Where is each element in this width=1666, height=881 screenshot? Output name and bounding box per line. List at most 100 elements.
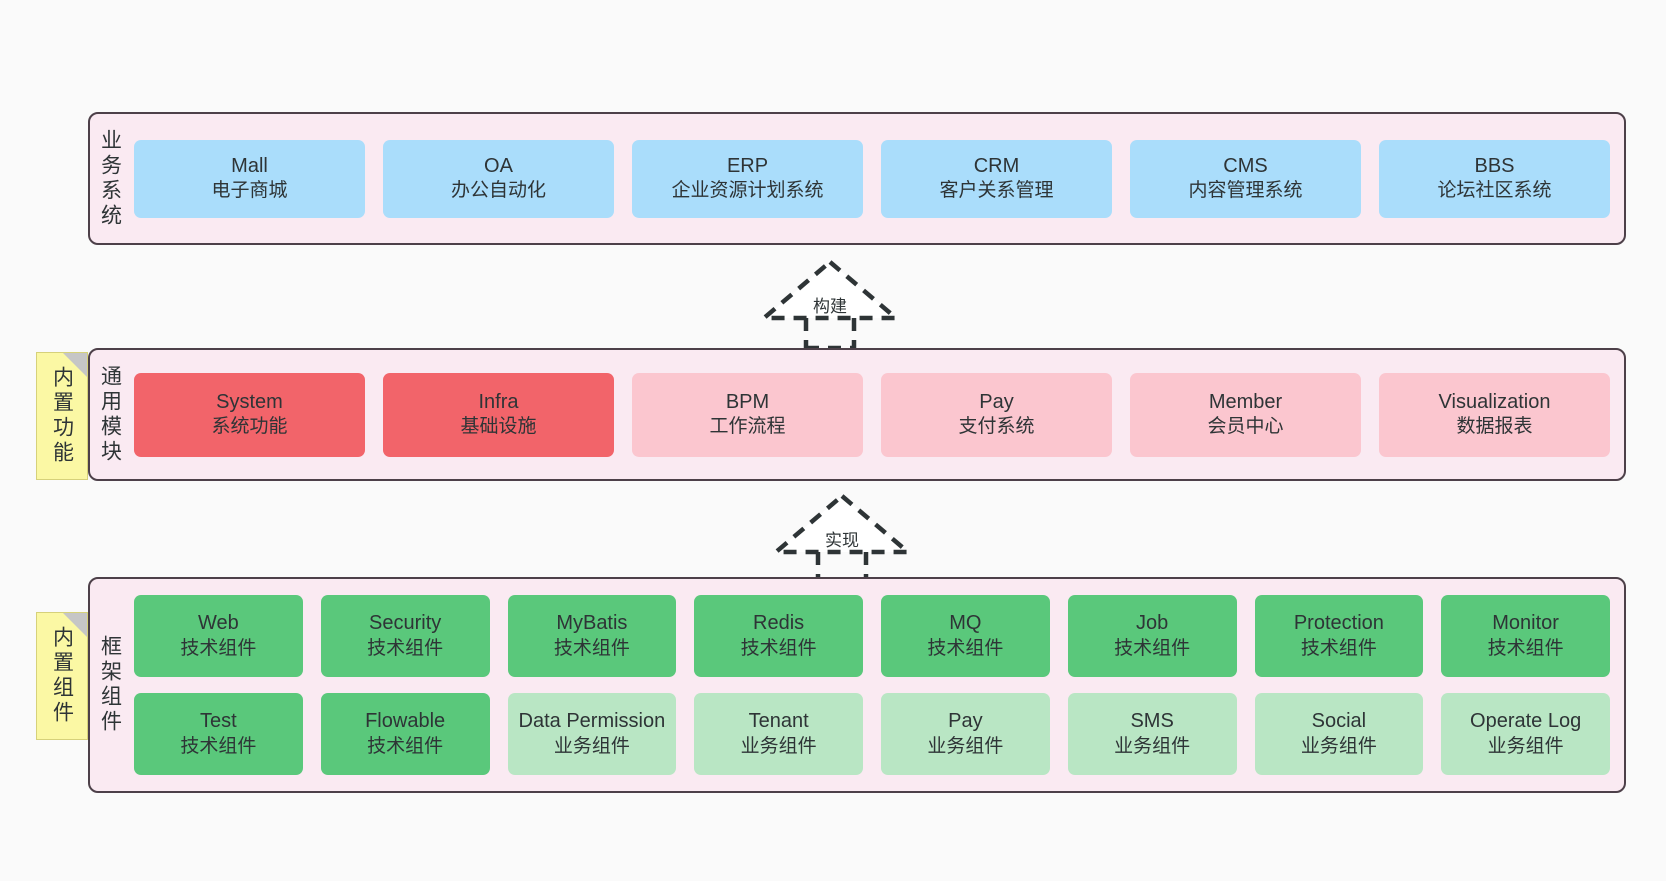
card-bpm[interactable]: BPM 工作流程 <box>632 372 863 457</box>
card-subtitle: 系统功能 <box>211 416 288 438</box>
connector-build: 构建 <box>757 258 903 351</box>
card-cms[interactable]: CMS 内容管理系统 <box>1130 139 1361 218</box>
card-title: OA <box>484 154 513 177</box>
arrowhead-triangle <box>757 259 903 321</box>
card-row: Web 技术组件 Security 技术组件 MyBatis 技术组件 Redi… <box>134 595 1610 677</box>
card-subtitle: 技术组件 <box>367 637 444 659</box>
card-subtitle: 工作流程 <box>709 416 786 438</box>
card-title: Pay <box>948 710 983 733</box>
card-title: CMS <box>1223 154 1268 177</box>
card-row: Mall 电子商城 OA 办公自动化 ERP 企业资源计划系统 CRM 客户关系… <box>134 139 1610 218</box>
card-title: System <box>216 390 283 413</box>
card-title: Mall <box>231 154 268 177</box>
layer-general-module: 通用模块 System 系统功能 Infra 基础设施 BPM 工作流程 Pay… <box>88 348 1626 481</box>
card-social[interactable]: Social 业务组件 <box>1254 693 1424 775</box>
card-web[interactable]: Web 技术组件 <box>134 595 303 677</box>
note-fold-corner-icon <box>63 613 87 637</box>
card-title: BBS <box>1474 154 1515 177</box>
note-fold-corner-icon <box>63 353 87 377</box>
card-member[interactable]: Member 会员中心 <box>1130 372 1361 457</box>
card-subtitle: 技术组件 <box>1114 637 1191 659</box>
card-visualization[interactable]: Visualization 数据报表 <box>1379 372 1610 457</box>
card-subtitle: 办公自动化 <box>450 180 546 202</box>
card-erp[interactable]: ERP 企业资源计划系统 <box>632 139 863 218</box>
layer-title-framework-component: 框架组件 <box>98 635 122 735</box>
card-subtitle: 技术组件 <box>927 637 1004 659</box>
card-title: CRM <box>973 154 1020 177</box>
card-subtitle: 会员中心 <box>1207 416 1284 438</box>
card-crm[interactable]: CRM 客户关系管理 <box>881 139 1112 218</box>
card-subtitle: 业务组件 <box>1114 735 1191 757</box>
card-subtitle: 基础设施 <box>460 416 537 438</box>
layer-title-business-system: 业务系统 <box>98 128 122 229</box>
card-subtitle: 论坛社区系统 <box>1437 180 1552 202</box>
card-subtitle: 技术组件 <box>367 735 444 757</box>
card-title: Protection <box>1293 612 1384 635</box>
card-title: Data Permission <box>518 710 666 733</box>
arrowhead-triangle <box>769 493 915 555</box>
card-subtitle: 支付系统 <box>958 416 1035 438</box>
arrow-shaft <box>803 318 857 351</box>
note-label: 内置组件 <box>50 626 74 726</box>
card-title: MQ <box>949 612 982 635</box>
card-title: Visualization <box>1438 390 1551 413</box>
card-flowable[interactable]: Flowable 技术组件 <box>320 693 490 775</box>
card-subtitle: 业务组件 <box>553 735 630 757</box>
card-mall[interactable]: Mall 电子商城 <box>134 139 365 218</box>
card-title: Monitor <box>1492 612 1559 635</box>
card-title: Pay <box>979 390 1014 413</box>
card-subtitle: 电子商城 <box>211 180 288 202</box>
card-row: Test 技术组件 Flowable 技术组件 Data Permission … <box>134 693 1610 775</box>
card-subtitle: 业务组件 <box>1487 735 1564 757</box>
layer-title-general-module: 通用模块 <box>98 364 122 465</box>
sticky-note-builtin-component: 内置组件 <box>36 612 88 740</box>
card-bbs[interactable]: BBS 论坛社区系统 <box>1379 139 1610 218</box>
layer-body-framework-component: Web 技术组件 Security 技术组件 MyBatis 技术组件 Redi… <box>130 579 1624 791</box>
card-subtitle: 技术组件 <box>1300 637 1377 659</box>
card-subtitle: 业务组件 <box>1300 735 1377 757</box>
card-row: System 系统功能 Infra 基础设施 BPM 工作流程 Pay 支付系统… <box>134 372 1610 457</box>
card-title: Test <box>200 710 237 733</box>
card-oa[interactable]: OA 办公自动化 <box>383 139 614 218</box>
card-system[interactable]: System 系统功能 <box>134 372 365 457</box>
card-title: Social <box>1311 710 1367 733</box>
card-subtitle: 企业资源计划系统 <box>671 180 824 202</box>
card-job[interactable]: Job 技术组件 <box>1067 595 1237 677</box>
card-title: BPM <box>725 390 770 413</box>
card-title: Flowable <box>365 710 446 733</box>
card-title: Infra <box>478 390 519 413</box>
connector-implement: 实现 <box>769 492 915 585</box>
card-infra[interactable]: Infra 基础设施 <box>383 372 614 457</box>
card-title: MyBatis <box>556 612 628 635</box>
card-tenant[interactable]: Tenant 业务组件 <box>694 693 863 775</box>
card-data-permission[interactable]: Data Permission 业务组件 <box>507 693 677 775</box>
card-title: Redis <box>753 612 805 635</box>
card-title: Web <box>197 612 239 635</box>
card-pay-business[interactable]: Pay 业务组件 <box>881 693 1050 775</box>
card-protection[interactable]: Protection 技术组件 <box>1254 595 1424 677</box>
card-test[interactable]: Test 技术组件 <box>134 693 303 775</box>
card-title: SMS <box>1130 710 1174 733</box>
card-subtitle: 技术组件 <box>180 637 257 659</box>
card-mq[interactable]: MQ 技术组件 <box>881 595 1050 677</box>
card-title: Tenant <box>748 710 809 733</box>
layer-body-general-module: System 系统功能 Infra 基础设施 BPM 工作流程 Pay 支付系统… <box>130 350 1624 479</box>
card-monitor[interactable]: Monitor 技术组件 <box>1441 595 1610 677</box>
card-subtitle: 业务组件 <box>927 735 1004 757</box>
card-mybatis[interactable]: MyBatis 技术组件 <box>507 595 677 677</box>
card-sms[interactable]: SMS 业务组件 <box>1067 693 1237 775</box>
card-redis[interactable]: Redis 技术组件 <box>694 595 863 677</box>
card-operate-log[interactable]: Operate Log 业务组件 <box>1441 693 1610 775</box>
card-subtitle: 业务组件 <box>740 735 817 757</box>
card-subtitle: 技术组件 <box>740 637 817 659</box>
card-subtitle: 技术组件 <box>1487 637 1564 659</box>
layer-body-business-system: Mall 电子商城 OA 办公自动化 ERP 企业资源计划系统 CRM 客户关系… <box>130 114 1624 243</box>
card-subtitle: 技术组件 <box>553 637 630 659</box>
card-security[interactable]: Security 技术组件 <box>320 595 490 677</box>
card-title: Security <box>369 612 442 635</box>
card-subtitle: 内容管理系统 <box>1188 180 1303 202</box>
card-title: Member <box>1208 390 1283 413</box>
card-pay[interactable]: Pay 支付系统 <box>881 372 1112 457</box>
card-subtitle: 数据报表 <box>1456 416 1533 438</box>
